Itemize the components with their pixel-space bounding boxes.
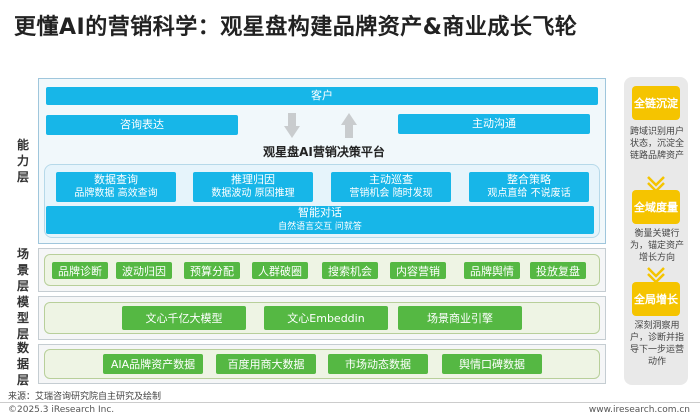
page-title: 更懂AI的营销科学：观星盘构建品牌资产&商业成长飞轮 (14, 15, 578, 40)
customer-bar: 客户 (46, 87, 598, 105)
module-sub: 观点直给 不说废话 (487, 188, 571, 199)
model-chip: 场景商业引擎 (398, 306, 522, 330)
module-title: 推理归因 (231, 173, 275, 186)
scene-chip: 搜索机会 (322, 262, 378, 279)
dialogue-sub: 自然语言交互 问就答 (278, 222, 362, 232)
dialogue-bar: 智能对话 自然语言交互 问就答 (46, 206, 594, 234)
arrow-down-icon (284, 113, 300, 138)
proactive-bar: 主动沟通 (398, 114, 590, 134)
layer-label-model: 模型层 (16, 295, 29, 341)
module-patrol: 主动巡查 营销机会 随时发现 (331, 172, 451, 202)
footer-divider (0, 402, 700, 403)
data-chip: 市场动态数据 (328, 354, 428, 374)
layer-label-data: 数据层 (16, 341, 29, 387)
module-strategy: 整合策略 观点直给 不说废话 (469, 172, 589, 202)
source-note: 来源：艾瑞咨询研究院自主研究及绘制 (8, 392, 162, 402)
side-text-accumulate: 跨域识别用户状态，沉淀全链路品牌资产 (629, 127, 684, 161)
model-chip: 文心千亿大模型 (122, 306, 246, 330)
side-text-measure: 衡量关键行为，锚定资产增长方向 (629, 229, 684, 263)
data-chip: AIA品牌资产数据 (103, 354, 203, 374)
module-title: 主动巡查 (369, 173, 413, 186)
scene-chip: 内容营销 (390, 262, 446, 279)
model-chip: 文心Embeddin (264, 306, 388, 330)
chevron-down-icon (647, 267, 665, 283)
side-badge-growth: 全局增长 (632, 282, 680, 316)
layer-label-scene: 场景层 (16, 247, 29, 293)
side-text-growth: 深刻洞察用户，诊断并指导下一步运营动作 (629, 321, 684, 367)
scene-chip: 投放复盘 (530, 262, 586, 279)
scene-chip: 人群破圈 (252, 262, 308, 279)
module-sub: 营销机会 随时发现 (349, 188, 433, 199)
side-badge-measure: 全域度量 (632, 190, 680, 224)
module-title: 整合策略 (507, 173, 551, 186)
module-sub: 品牌数据 高效查询 (74, 188, 158, 199)
copyright: ©2025.3 iResearch Inc. (8, 405, 115, 415)
module-title: 数据查询 (94, 173, 138, 186)
platform-title: 观星盘AI营销决策平台 (263, 145, 385, 159)
module-reasoning: 推理归因 数据波动 原因推理 (193, 172, 313, 202)
side-badge-accumulate: 全链沉淀 (632, 86, 680, 120)
data-chip: 百度用商大数据 (216, 354, 316, 374)
scene-chip: 品牌诊断 (52, 262, 108, 279)
scene-chip: 预算分配 (184, 262, 240, 279)
module-data-query: 数据查询 品牌数据 高效查询 (56, 172, 176, 202)
intent-bar: 咨询表达 (46, 115, 238, 135)
scene-chip: 波动归因 (116, 262, 172, 279)
scene-chip: 品牌舆情 (464, 262, 520, 279)
module-sub: 数据波动 原因推理 (211, 188, 295, 199)
arrow-up-icon (341, 113, 357, 138)
data-chip: 舆情口碑数据 (442, 354, 542, 374)
dialogue-title: 智能对话 (298, 206, 342, 219)
site-url[interactable]: www.iresearch.com.cn (588, 405, 690, 415)
layer-label-capability: 能力层 (16, 138, 29, 184)
side-panel (624, 77, 688, 385)
